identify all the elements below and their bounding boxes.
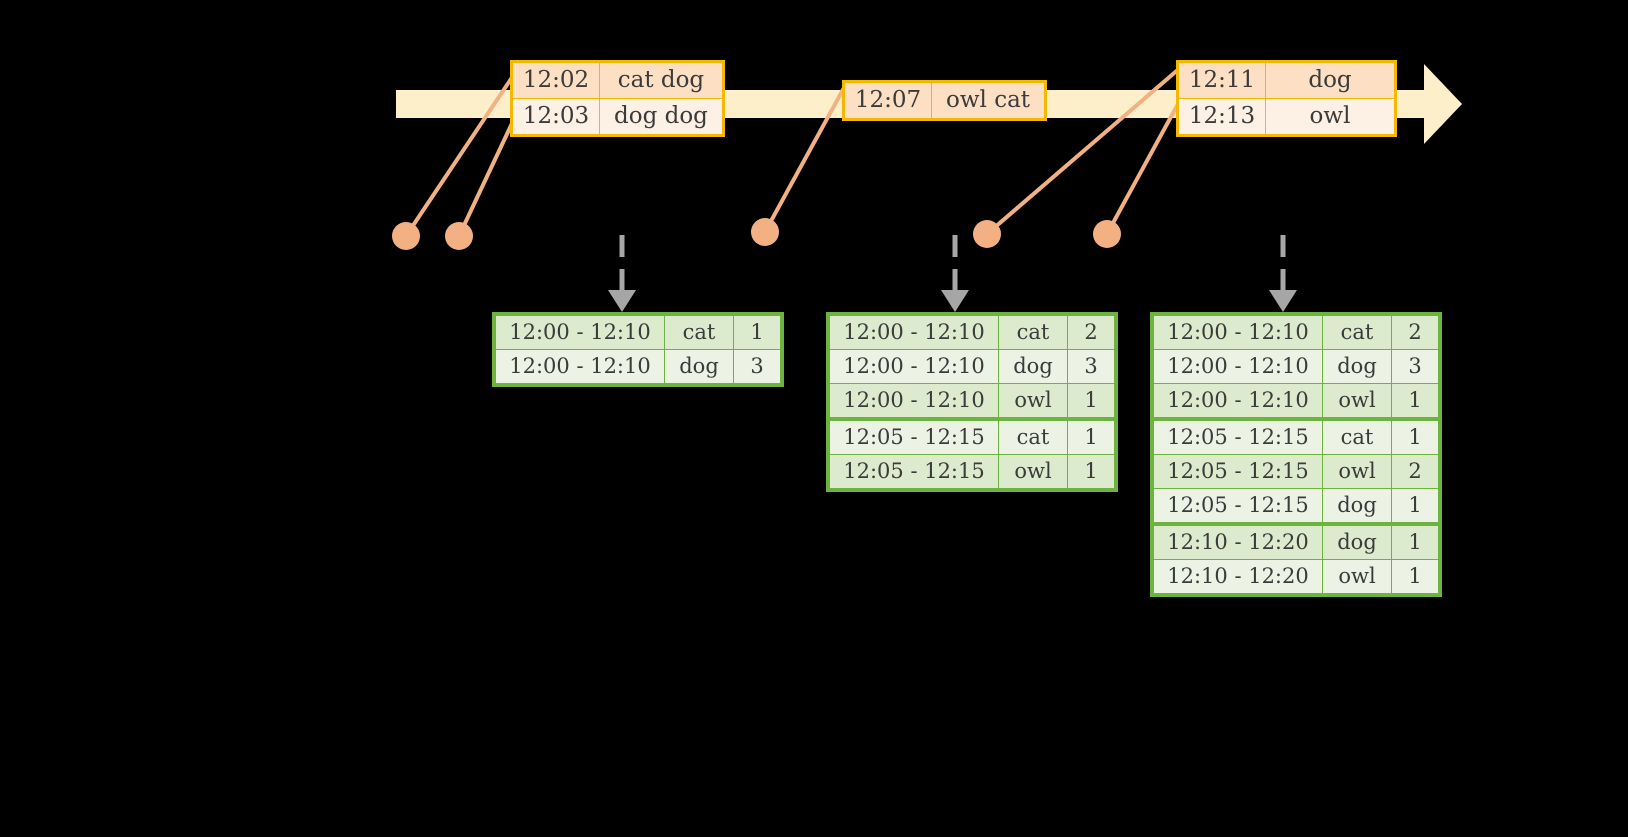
event-row[interactable]: 12:13 owl — [1177, 98, 1396, 136]
word-cell: owl — [998, 383, 1068, 420]
table-row[interactable]: 12:05 - 12:15 owl 2 — [1151, 454, 1441, 489]
count-cell: 1 — [733, 313, 783, 350]
word-cell: owl — [998, 454, 1068, 491]
table-row[interactable]: 12:05 - 12:15 cat 1 — [827, 417, 1117, 455]
table-row[interactable]: 12:00 - 12:10 owl 1 — [827, 383, 1117, 420]
event-time: 12:07 — [843, 81, 932, 120]
table-row[interactable]: 12:05 - 12:15 dog 1 — [1151, 488, 1441, 525]
window-cell: 12:00 - 12:10 — [827, 383, 999, 420]
event-time: 12:11 — [1177, 61, 1266, 99]
word-cell: owl — [1322, 454, 1392, 489]
table-row[interactable]: 12:05 - 12:15 owl 1 — [827, 454, 1117, 491]
count-cell: 1 — [1391, 488, 1441, 525]
event-time: 12:02 — [511, 61, 600, 99]
count-cell: 3 — [733, 349, 783, 386]
count-cell: 1 — [1067, 454, 1117, 491]
event-group-1[interactable]: 12:02 cat dog 12:03 dog dog — [510, 60, 725, 137]
count-cell: 1 — [1391, 559, 1441, 596]
event-words: dog dog — [599, 98, 724, 136]
result-table-2[interactable]: 12:00 - 12:10 cat 2 12:00 - 12:10 dog 3 … — [826, 312, 1118, 492]
window-cell: 12:05 - 12:15 — [1151, 488, 1323, 525]
count-cell: 3 — [1067, 349, 1117, 384]
event-words: owl — [1265, 98, 1396, 136]
event-dot-4 — [973, 220, 1001, 248]
window-cell: 12:10 - 12:20 — [1151, 522, 1323, 560]
table-row[interactable]: 12:00 - 12:10 dog 3 — [1151, 349, 1441, 384]
table-row[interactable]: 12:10 - 12:20 owl 1 — [1151, 559, 1441, 596]
window-cell: 12:00 - 12:10 — [1151, 349, 1323, 384]
table-row[interactable]: 12:10 - 12:20 dog 1 — [1151, 522, 1441, 560]
window-cell: 12:00 - 12:10 — [827, 313, 999, 350]
window-cell: 12:05 - 12:15 — [1151, 454, 1323, 489]
event-dot-3 — [751, 218, 779, 246]
window-cell: 12:00 - 12:10 — [493, 313, 665, 350]
event-words: dog — [1265, 61, 1396, 99]
word-cell: dog — [1322, 522, 1392, 560]
window-cell: 12:00 - 12:10 — [827, 349, 999, 384]
event-dot-1 — [392, 222, 420, 250]
emit-arrows — [619, 235, 1286, 292]
count-cell: 1 — [1391, 383, 1441, 420]
event-row[interactable]: 12:07 owl cat — [843, 81, 1047, 120]
window-cell: 12:00 - 12:10 — [1151, 313, 1323, 350]
count-cell: 1 — [1067, 417, 1117, 455]
word-cell: dog — [1322, 488, 1392, 525]
count-cell: 2 — [1067, 313, 1117, 350]
count-cell: 3 — [1391, 349, 1441, 384]
word-cell: dog — [664, 349, 734, 386]
event-group-3[interactable]: 12:11 dog 12:13 owl — [1176, 60, 1397, 137]
result-table-3[interactable]: 12:00 - 12:10 cat 2 12:00 - 12:10 dog 3 … — [1150, 312, 1442, 597]
event-dot-2 — [445, 222, 473, 250]
table-row[interactable]: 12:00 - 12:10 dog 3 — [827, 349, 1117, 384]
table-row[interactable]: 12:00 - 12:10 owl 1 — [1151, 383, 1441, 420]
word-cell: owl — [1322, 383, 1392, 420]
word-cell: cat — [1322, 313, 1392, 350]
table-row[interactable]: 12:00 - 12:10 cat 2 — [827, 313, 1117, 350]
event-words: owl cat — [930, 81, 1047, 120]
word-cell: dog — [1322, 349, 1392, 384]
word-cell: cat — [664, 313, 734, 350]
word-cell: cat — [998, 417, 1068, 455]
word-cell: owl — [1322, 559, 1392, 596]
window-cell: 12:00 - 12:10 — [1151, 383, 1323, 420]
word-cell: cat — [1322, 417, 1392, 455]
window-cell: 12:10 - 12:20 — [1151, 559, 1323, 596]
window-cell: 12:05 - 12:15 — [827, 417, 999, 455]
event-dots — [392, 218, 1121, 250]
window-cell: 12:05 - 12:15 — [827, 454, 999, 491]
table-row[interactable]: 12:00 - 12:10 cat 2 — [1151, 313, 1441, 350]
table-row[interactable]: 12:00 - 12:10 dog 3 — [493, 349, 783, 386]
event-row[interactable]: 12:03 dog dog — [511, 98, 724, 136]
table-row[interactable]: 12:05 - 12:15 cat 1 — [1151, 417, 1441, 455]
event-row[interactable]: 12:11 dog — [1177, 61, 1396, 99]
event-row[interactable]: 12:02 cat dog — [511, 61, 724, 99]
event-dot-5 — [1093, 220, 1121, 248]
window-cell: 12:05 - 12:15 — [1151, 417, 1323, 455]
word-cell: cat — [998, 313, 1068, 350]
count-cell: 1 — [1067, 383, 1117, 420]
event-time: 12:13 — [1177, 98, 1266, 136]
count-cell: 2 — [1391, 454, 1441, 489]
count-cell: 2 — [1391, 313, 1441, 350]
event-group-2[interactable]: 12:07 owl cat — [842, 80, 1048, 121]
result-table-1[interactable]: 12:00 - 12:10 cat 1 12:00 - 12:10 dog 3 — [492, 312, 784, 387]
window-cell: 12:00 - 12:10 — [493, 349, 665, 386]
table-row[interactable]: 12:00 - 12:10 cat 1 — [493, 313, 783, 350]
event-words: cat dog — [599, 61, 724, 99]
count-cell: 1 — [1391, 522, 1441, 560]
count-cell: 1 — [1391, 417, 1441, 455]
event-time: 12:03 — [511, 98, 600, 136]
word-cell: dog — [998, 349, 1068, 384]
emit-arrowheads — [608, 290, 1297, 312]
